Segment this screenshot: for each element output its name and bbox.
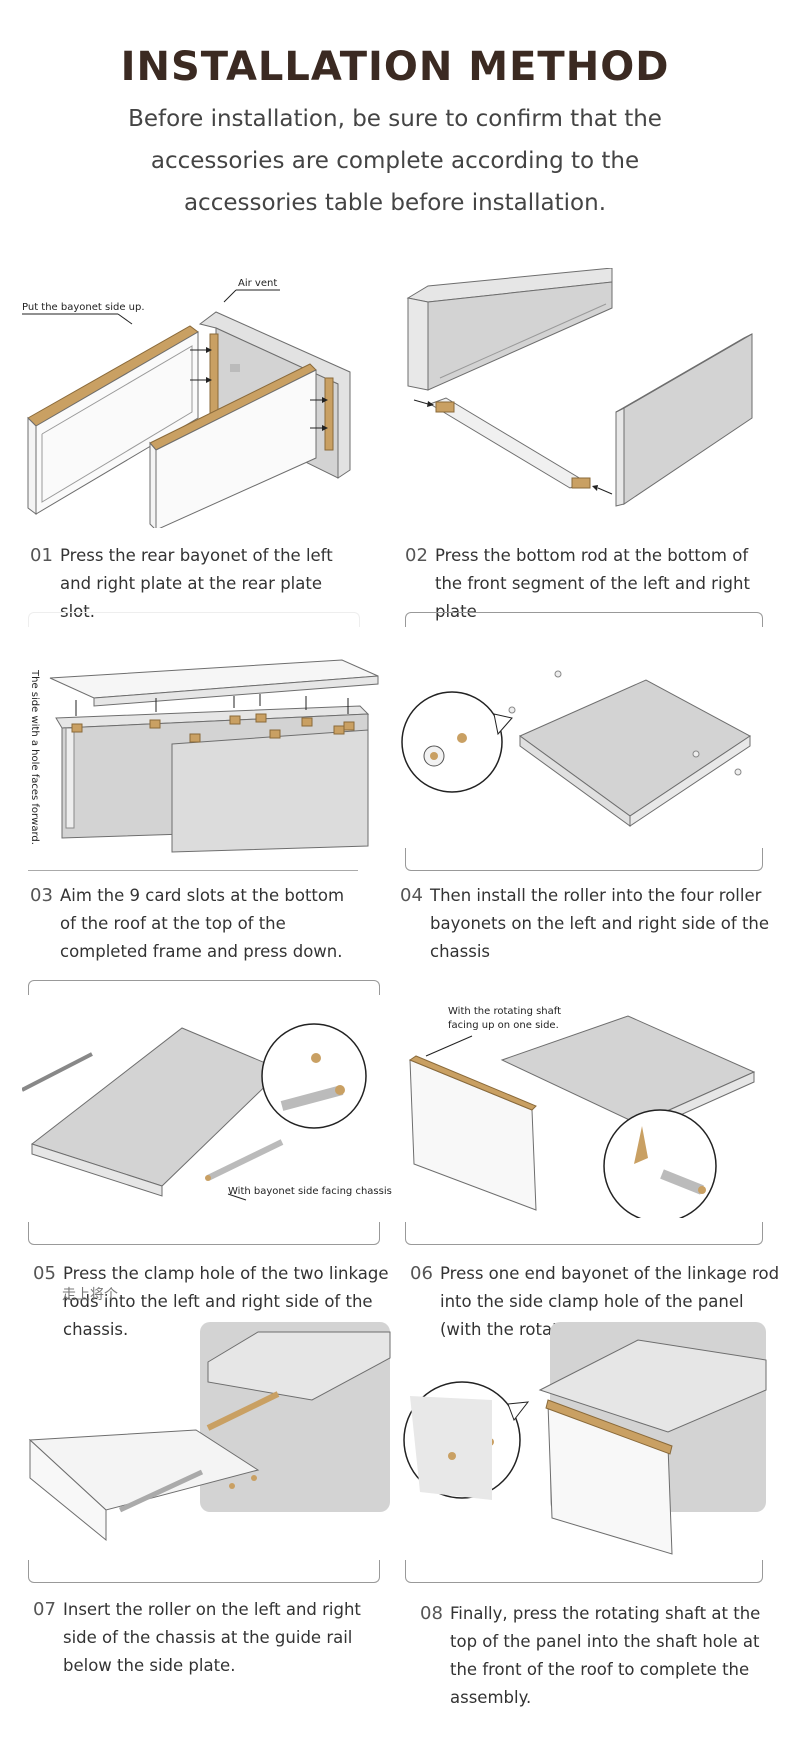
divider — [405, 612, 763, 627]
page-title: INSTALLATION METHOD — [0, 44, 790, 90]
step-number: 05 — [33, 1260, 56, 1288]
step-number: 01 — [30, 542, 53, 570]
step-number: 07 — [33, 1596, 56, 1624]
step-number: 04 — [400, 882, 423, 910]
figure-step-08 — [400, 1322, 770, 1562]
step-text: Finally, press the rotating shaft at the… — [450, 1600, 780, 1712]
figure-step-01: Put the bayonet side up. Air vent — [20, 268, 360, 528]
figure-step-05: With bayonet side facing chassis — [22, 1010, 392, 1220]
label-bayonet-up: Put the bayonet side up. — [22, 302, 145, 313]
divider — [28, 1222, 380, 1245]
divider — [405, 1560, 763, 1583]
step-number: 02 — [405, 542, 428, 570]
divider — [28, 1560, 380, 1583]
label-air-vent: Air vent — [238, 278, 277, 289]
step-number: 06 — [410, 1260, 433, 1288]
divider — [405, 1222, 763, 1245]
stray-cjk-text: 走上将个 — [62, 1284, 118, 1304]
figure-step-04 — [400, 650, 770, 860]
step-text: Insert the roller on the left and right … — [63, 1596, 383, 1680]
label-bayonet-facing-chassis: With bayonet side facing chassis — [228, 1186, 392, 1197]
divider — [28, 848, 358, 871]
label-rotating-shaft-1: With the rotating shaft — [448, 1006, 561, 1017]
figure-step-07 — [22, 1322, 392, 1552]
page-subtitle: Before installation, be sure to confirm … — [110, 98, 680, 224]
divider — [405, 848, 763, 871]
step-text: Then install the roller into the four ro… — [430, 882, 780, 966]
step-number: 08 — [420, 1600, 443, 1628]
figure-step-02 — [400, 268, 770, 528]
step-number: 03 — [30, 882, 53, 910]
figure-step-03: The side with a hole faces forward. — [22, 648, 382, 868]
divider — [28, 980, 380, 995]
divider — [28, 612, 360, 627]
label-hole-faces-forward: The side with a hole faces forward. — [29, 669, 40, 845]
figure-step-06: With the rotating shaft facing up on one… — [402, 998, 772, 1218]
step-text: Aim the 9 card slots at the bottom of th… — [60, 882, 360, 966]
label-rotating-shaft-2: facing up on one side. — [448, 1020, 559, 1031]
